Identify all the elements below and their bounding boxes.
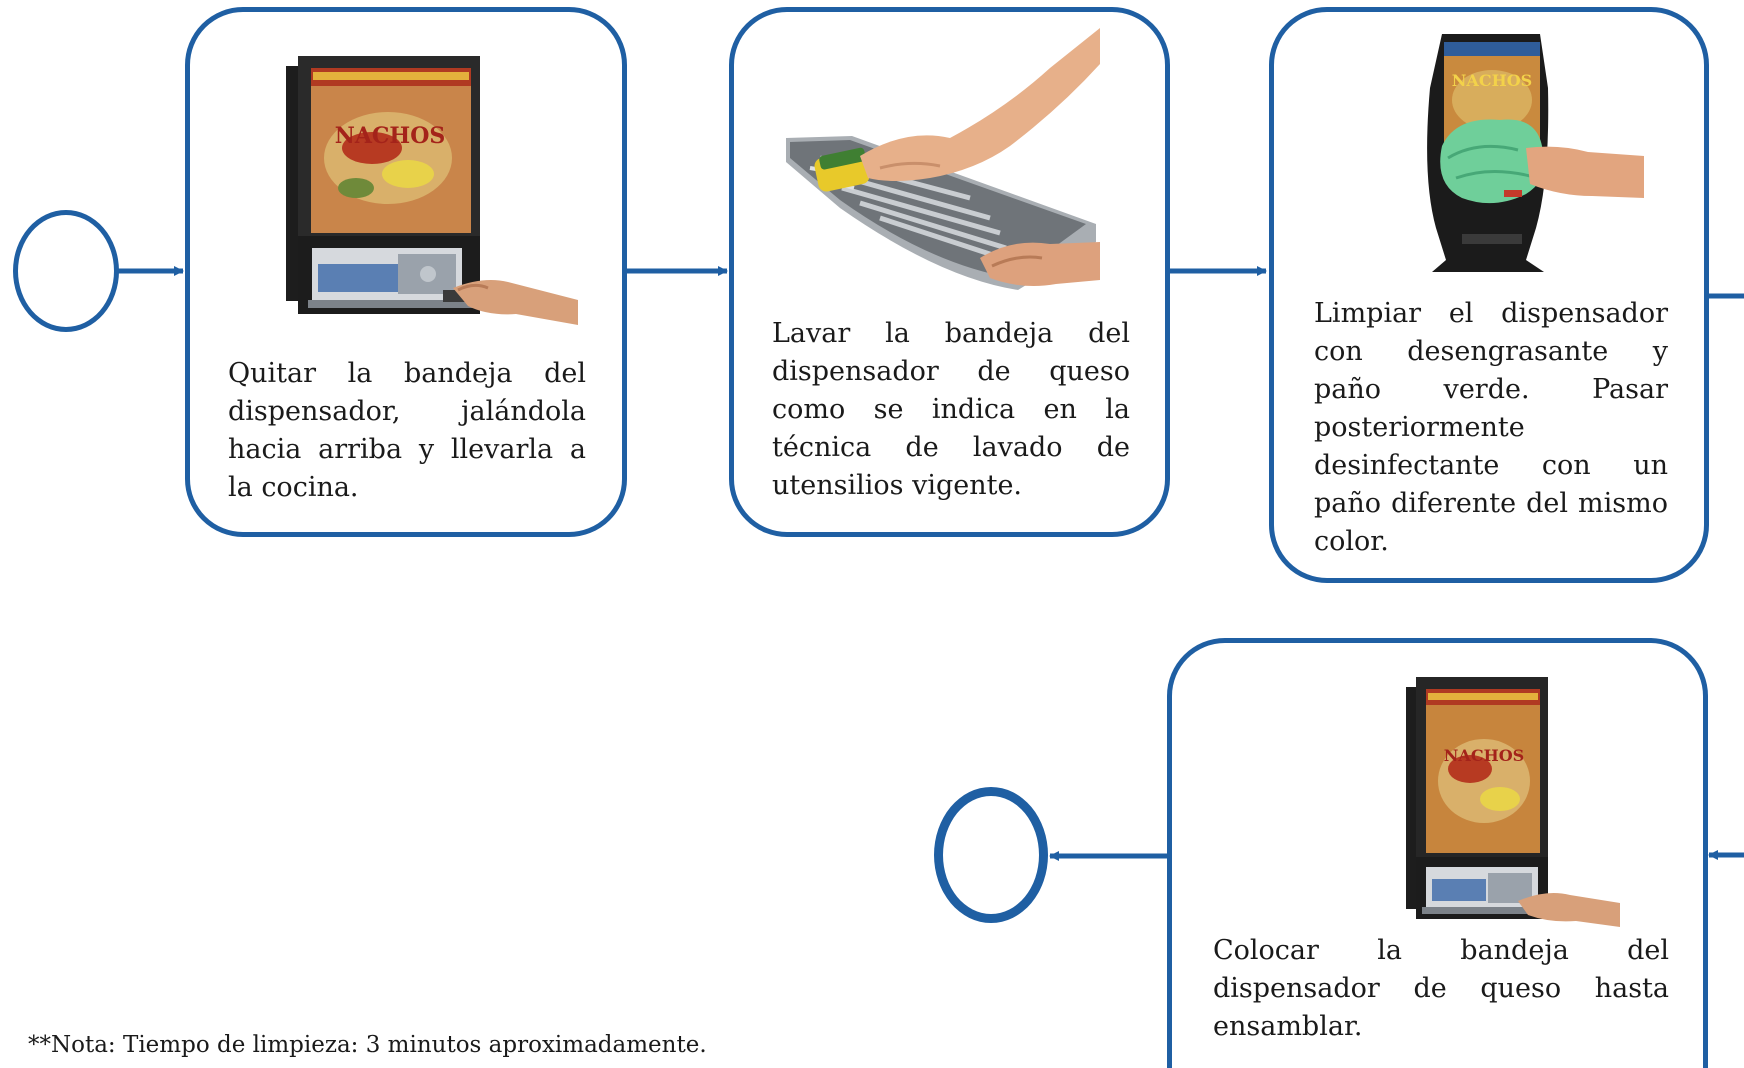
nacho-dispenser-tray-removal-image: NACHOS [286, 56, 578, 325]
step-3-box: NACHOS Limpiar el dispensador con deseng… [1269, 7, 1709, 583]
dispenser-wipe-green-cloth-image: NACHOS [1427, 34, 1644, 272]
flow-end-circle [934, 787, 1048, 923]
nachos-sign-text: NACHOS [1444, 746, 1524, 765]
step-2-box: Lavar la bandeja del dispensador de ques… [729, 7, 1170, 537]
nacho-dispenser-tray-insertion-image: NACHOS [1406, 677, 1620, 927]
nachos-sign-text: NACHOS [1452, 71, 1532, 90]
step-3-text: Limpiar el dispensador con desengrasante… [1314, 298, 1668, 557]
cleaning-time-note: **Nota: Tiempo de limpieza: 3 minutos ap… [28, 1032, 707, 1058]
flow-start-circle [13, 210, 119, 332]
tray-washing-sponge-image [786, 28, 1100, 290]
step-2-text: Lavar la bandeja del dispensador de ques… [772, 318, 1130, 501]
step-4-box: NACHOS Colocar la bandeja del dispensado… [1167, 638, 1708, 1068]
step-1-text: Quitar la bandeja del dispensador, jalán… [228, 358, 586, 503]
step-1-box: NACHOS Quitar la bandeja del dispensador… [185, 7, 627, 537]
step-4-text: Colocar la bandeja del dispensador de qu… [1213, 935, 1669, 1042]
nachos-sign-text: NACHOS [335, 123, 446, 149]
